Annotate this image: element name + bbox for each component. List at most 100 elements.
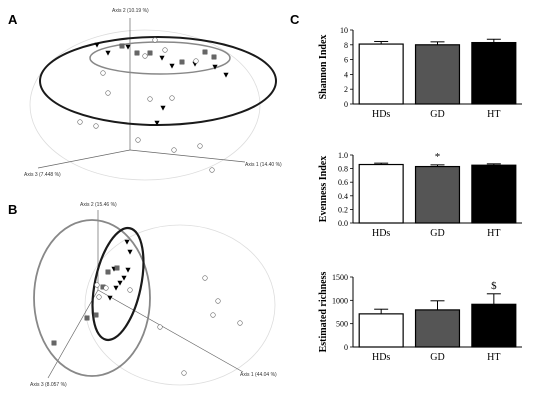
category-label: GD xyxy=(430,109,444,120)
y-tick-label: 0.4 xyxy=(338,192,348,201)
panel-a-axis3-line xyxy=(37,149,131,169)
panel-a-point-circle xyxy=(100,70,106,76)
panel-a-point-circle xyxy=(142,53,148,59)
panel-a-axis2-label: Axis 2 (10.19 %) xyxy=(112,8,149,14)
panel-b-point-square xyxy=(114,265,120,271)
y-tick-label: 0.6 xyxy=(338,178,348,187)
panel-a-point-triangle-down xyxy=(94,42,100,48)
panel-a-point-circle xyxy=(147,96,153,102)
panel-a-point-circle xyxy=(77,119,83,125)
bar-gd xyxy=(414,309,461,348)
panel-a-point-square xyxy=(202,49,208,55)
bar-ht xyxy=(471,164,517,224)
y-axis-label: Estimated richness xyxy=(318,271,329,352)
panel-b-point-square xyxy=(105,269,111,275)
y-tick-label: 500 xyxy=(336,320,348,329)
panel-b-sphere xyxy=(84,224,276,386)
panel-b-point-circle xyxy=(210,312,216,318)
panel-a-point-circle xyxy=(169,95,175,101)
y-tick-label: 0.8 xyxy=(338,165,348,174)
panel-b: B Axis 2 (15.46 %) Axis 1 (44.04 %) Axis… xyxy=(8,202,277,388)
panel-a-sphere xyxy=(29,29,261,181)
panel-a-axis1-label: Axis 1 (14.40 %) xyxy=(245,162,282,168)
y-tick-label: 0 xyxy=(344,100,348,109)
panel-b-point-triangle-down xyxy=(124,239,130,245)
panel-b-axis1-line xyxy=(97,289,244,373)
panel-a-point-triangle-down xyxy=(105,50,111,56)
y-tick-label: 1500 xyxy=(332,273,348,282)
panel-b-point-circle xyxy=(127,287,133,293)
y-tick-label: 1000 xyxy=(332,296,348,305)
category-label: HT xyxy=(487,228,500,239)
panel-a-point-circle xyxy=(162,47,168,53)
bar-hds xyxy=(358,43,404,105)
panel-b-point-circle xyxy=(215,298,221,304)
significance-annotation: * xyxy=(435,151,441,163)
panel-a-point-circle xyxy=(171,147,177,153)
y-tick-label: 1.0 xyxy=(338,151,348,160)
panel-a-point-square xyxy=(147,50,153,56)
panel-a-point-triangle-down xyxy=(125,44,131,50)
panel-b-point-triangle-down xyxy=(117,280,123,286)
y-tick-label: 4 xyxy=(344,70,348,79)
panel-b-point-circle xyxy=(202,275,208,281)
panel-b-point-circle xyxy=(237,320,243,326)
category-label: HT xyxy=(487,352,500,363)
y-axis-label: Evenness Index xyxy=(318,156,329,222)
panel-a-point-square xyxy=(211,54,217,60)
panel-a-point-triangle-down xyxy=(169,63,175,69)
panel-b-point-triangle-down xyxy=(121,275,127,281)
category-label: HDs xyxy=(372,352,390,363)
panel-b-point-square xyxy=(84,315,90,321)
category-label: HDs xyxy=(372,228,390,239)
panel-a-point-triangle-down xyxy=(223,72,229,78)
panel-a-ellipse-gd xyxy=(89,41,231,75)
panel-b-ellipse-ht xyxy=(91,226,145,342)
y-tick-label: 6 xyxy=(344,56,348,65)
panel-b-point-triangle-down xyxy=(127,249,133,255)
panel-a-ellipse-ht xyxy=(39,36,277,126)
panel-b-axis3-label: Axis 3 (8.057 %) xyxy=(30,382,67,388)
category-label: HDs xyxy=(372,109,390,120)
bar-hds xyxy=(358,313,404,348)
panel-c-letter: C xyxy=(290,12,300,27)
panel-b-axis2-label: Axis 2 (15.46 %) xyxy=(80,202,117,208)
category-label: GD xyxy=(430,352,444,363)
panel-a-point-triangle-down xyxy=(160,105,166,111)
bar-gd xyxy=(414,165,461,224)
y-tick-label: 0 xyxy=(344,343,348,352)
panel-b-point-circle xyxy=(103,285,109,291)
panel-b-point-square xyxy=(93,312,99,318)
panel-b-point-triangle-down xyxy=(107,295,113,301)
panel-b-point-circle xyxy=(181,370,187,376)
panel-a-axis1-line xyxy=(129,149,246,163)
bar-ht xyxy=(471,303,517,348)
panel-b-point-circle xyxy=(94,282,100,288)
y-axis-label: Shannon Index xyxy=(318,35,329,100)
panel-b-point-triangle-down xyxy=(113,285,119,291)
panel-a-point-circle xyxy=(105,90,111,96)
panel-b-axis1-label: Axis 1 (44.04 %) xyxy=(240,372,277,378)
panel-a-axis3-label: Axis 3 (7.448 %) xyxy=(24,172,61,178)
bar-gd xyxy=(414,44,461,105)
panel-a-point-circle xyxy=(197,143,203,149)
y-tick-label: 8 xyxy=(344,41,348,50)
y-tick-label: 0.0 xyxy=(338,219,348,228)
y-tick-label: 10 xyxy=(340,26,348,35)
category-label: HT xyxy=(487,109,500,120)
panel-b-letter: B xyxy=(8,202,17,217)
panel-a-point-square xyxy=(179,59,185,65)
panel-b-point-triangle-down xyxy=(125,267,131,273)
panel-a-point-triangle-down xyxy=(212,64,218,70)
panel-b-point-circle xyxy=(96,294,102,300)
panel-a-points xyxy=(77,37,229,173)
panel-a-point-triangle-down xyxy=(154,120,160,126)
panel-a-point-square xyxy=(119,43,125,49)
panel-a-point-circle xyxy=(193,58,199,64)
category-label: GD xyxy=(430,228,444,239)
